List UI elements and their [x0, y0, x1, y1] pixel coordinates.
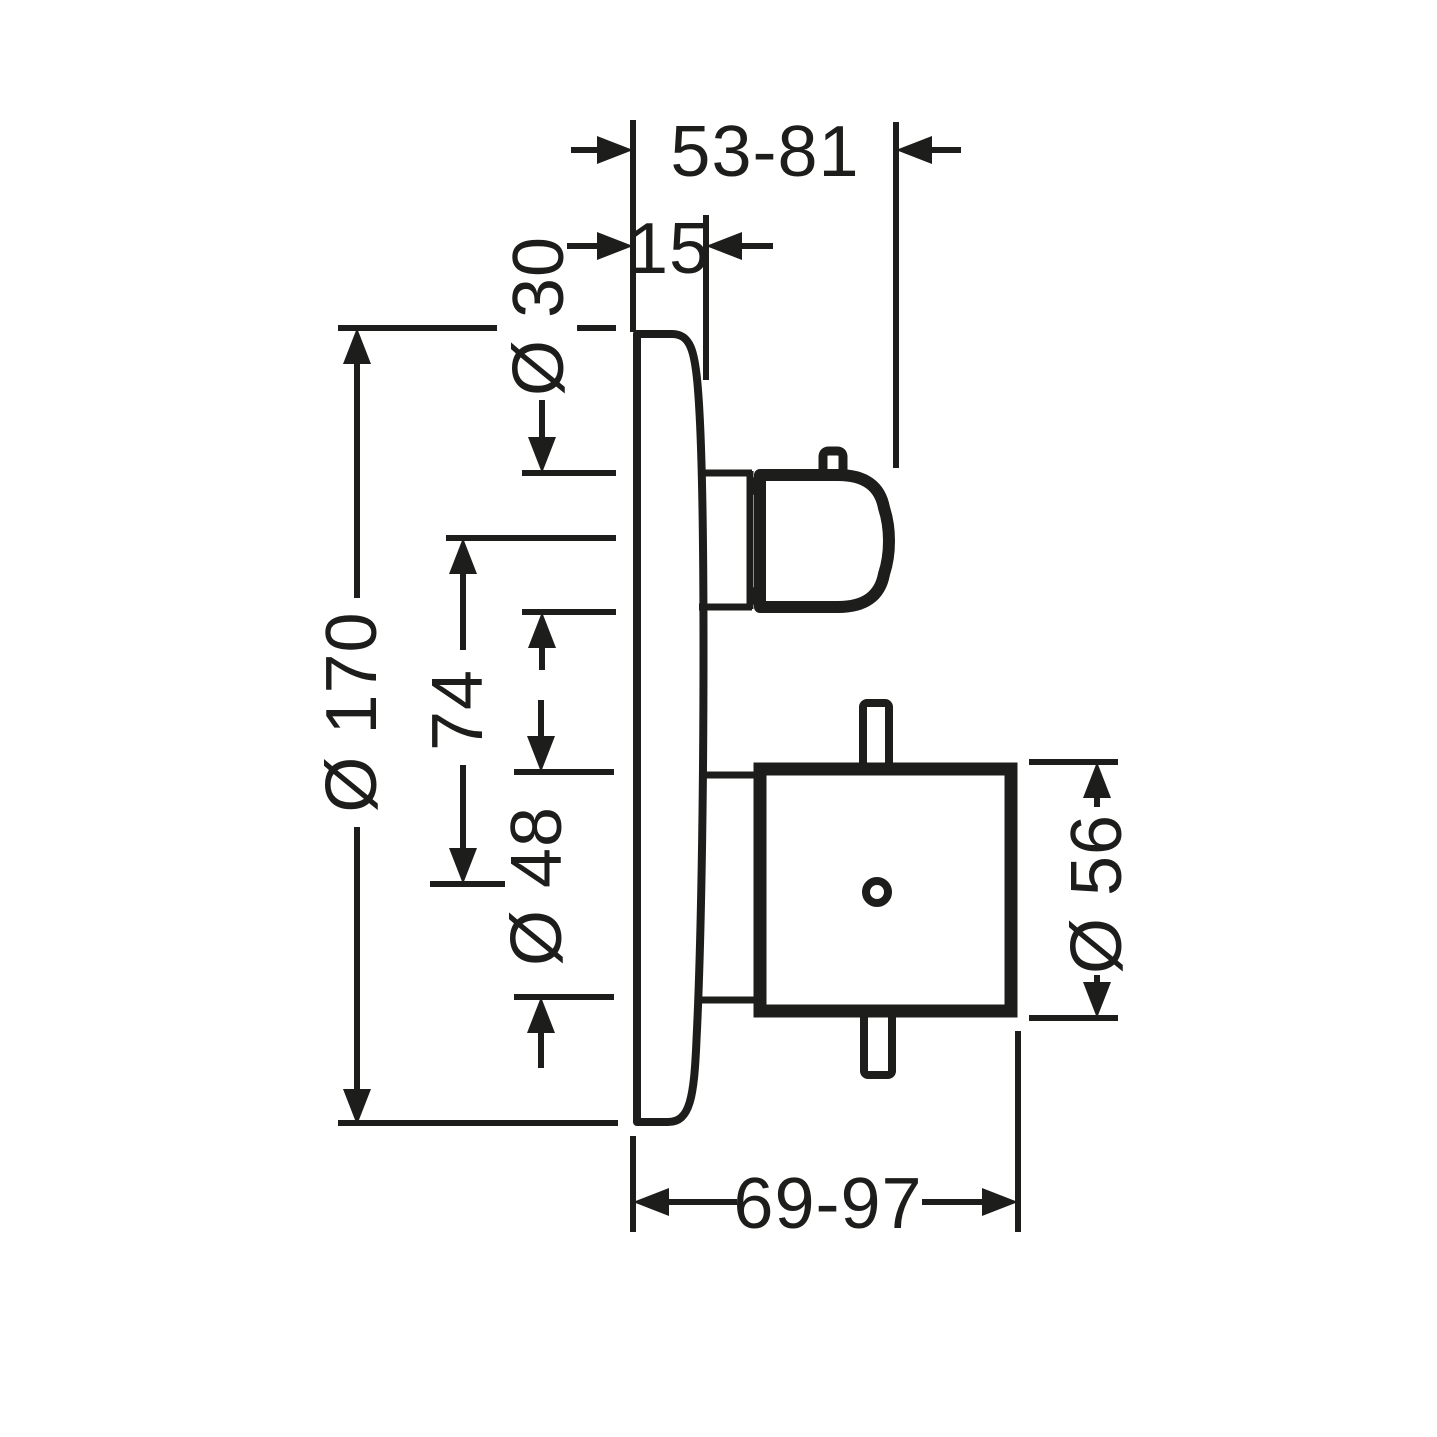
- arrowhead-down: [528, 437, 556, 473]
- volume-handle-body: [753, 762, 1018, 1018]
- arrowhead-up: [343, 328, 371, 364]
- dim-temp-handle-diameter: Ø 30: [499, 236, 616, 670]
- arrowhead-down: [449, 848, 477, 884]
- temperature-handle-assembly: [699, 446, 895, 613]
- arrowhead-up: [528, 612, 556, 648]
- dim-plate-thickness: 15: [567, 209, 773, 380]
- volume-handle-center-dot: [862, 877, 892, 907]
- arrowhead-left: [896, 136, 932, 164]
- plate-thickness-label: 15: [628, 209, 710, 289]
- arrowhead-right: [597, 136, 633, 164]
- arrowhead-down: [343, 1089, 371, 1125]
- arrowhead-down: [1083, 982, 1111, 1018]
- temp-handle-safety-stop-notch: [818, 446, 848, 471]
- dim-depth-bottom: 69-97: [630, 1031, 1021, 1244]
- temp-handle-clip-nub-top: [747, 477, 765, 495]
- handle-spacing-label: 74: [418, 669, 498, 751]
- dim-volume-handle-diameter: Ø 56: [1029, 759, 1137, 1021]
- temp-handle-diameter-label: Ø 30: [499, 236, 579, 396]
- depth-range-top-label: 53-81: [670, 112, 859, 192]
- volume-handle-assembly: [700, 699, 1018, 1079]
- plate-diameter-label: Ø 170: [312, 611, 392, 812]
- volume-handle-diameter-label: Ø 56: [1057, 814, 1137, 974]
- arrowhead-up: [1083, 762, 1111, 798]
- dim-sleeve-diameter: Ø 48: [497, 700, 614, 1068]
- dim-plate-diameter: Ø 170: [312, 325, 618, 1126]
- dim-handle-spacing: 74: [418, 535, 616, 887]
- depth-range-bottom-label: 69-97: [733, 1164, 922, 1244]
- arrowhead-up: [449, 538, 477, 574]
- temp-handle-clip-nub-bottom: [747, 587, 765, 605]
- arrowhead-right: [597, 232, 633, 260]
- arrowhead-left: [633, 1188, 669, 1216]
- escutcheon-plate: [633, 330, 708, 1126]
- arrowhead-up: [527, 997, 555, 1033]
- sleeve-diameter-label: Ø 48: [497, 806, 577, 966]
- volume-handle-lever-tab-top: [859, 699, 893, 773]
- arrowhead-left: [706, 232, 742, 260]
- arrowhead-down: [527, 736, 555, 772]
- temp-handle-body: [754, 469, 895, 613]
- arrowhead-right: [982, 1188, 1018, 1216]
- dim-depth-top: 53-81: [571, 112, 961, 468]
- volume-handle-lever-tab-bottom: [860, 1008, 896, 1079]
